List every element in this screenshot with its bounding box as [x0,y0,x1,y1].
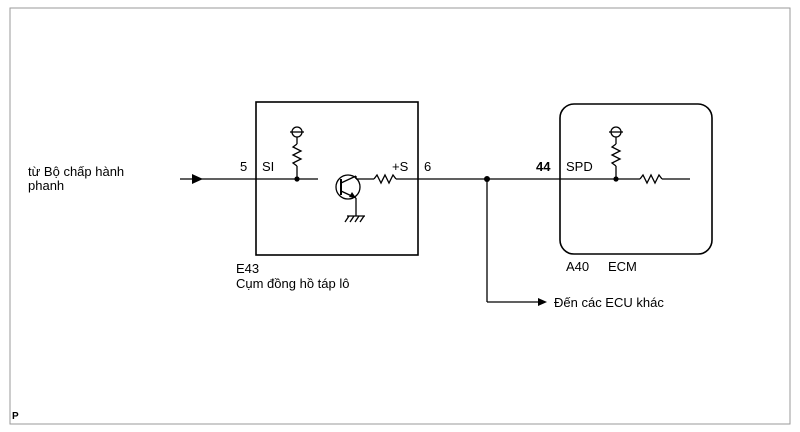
other-ecus-label: Đến các ECU khác [554,295,664,310]
input-source-label-line1: từ Bộ chấp hành [28,164,124,179]
meter-pin-in-name: SI [262,159,274,174]
ecm-name-label: ECM [608,259,637,274]
branch-wire [484,176,547,306]
input-signal-wire [180,174,256,184]
meter-output-resistor-icon [373,173,418,185]
meter-pin-out-name: +S [392,159,409,174]
meter-input-pullup-icon [256,126,318,182]
meter-pin-in-number: 5 [240,159,247,174]
ground-icon [344,215,365,223]
meter-code-label: E43 [236,261,259,276]
ecm-pin-number: 44 [536,159,551,174]
ecm-code-label: A40 [566,259,589,274]
transistor-icon [335,174,374,216]
meter-name-label: Cụm đồng hồ táp lô [236,276,349,291]
corner-mark: P [12,411,19,422]
branch-arrow-icon [538,298,547,306]
ecm-input-circuit-icon [560,126,690,185]
meter-pin-out-number: 6 [424,159,431,174]
ecm-pin-name: SPD [566,159,593,174]
input-source-label-line2: phanh [28,178,64,193]
input-arrow-icon [192,174,203,184]
diagram-frame [9,7,791,425]
